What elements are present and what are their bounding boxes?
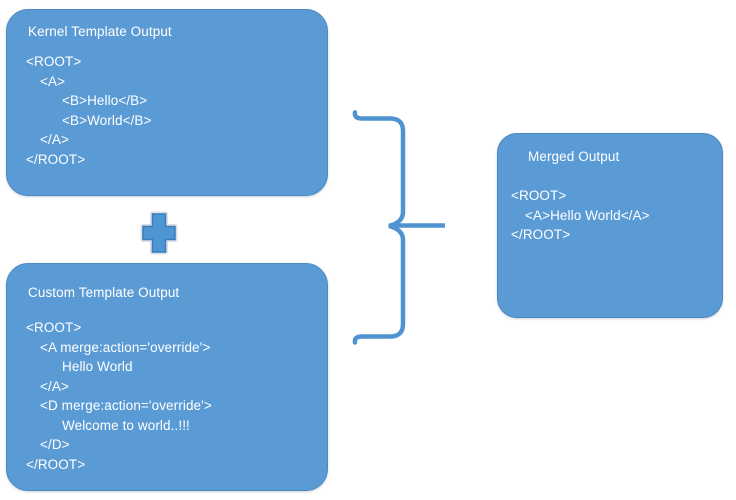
code-line: </A> bbox=[40, 132, 69, 147]
code-line: <ROOT> bbox=[26, 54, 82, 69]
merged-output-box: Merged Output <ROOT> <A>Hello World</A> </… bbox=[497, 133, 723, 318]
code-line: </ROOT> bbox=[26, 456, 86, 472]
custom-code-block: <ROOT> <A merge:action='override'> Hello W… bbox=[7, 318, 327, 474]
merged-box-title: Merged Output bbox=[528, 149, 620, 164]
kernel-template-box: Kernel Template Output <ROOT> <A> <B>Hello… bbox=[6, 9, 328, 196]
kernel-box-title: Kernel Template Output bbox=[28, 24, 172, 39]
merged-code-block: <ROOT> <A>Hello World</A> </ROOT> bbox=[498, 186, 722, 245]
code-line: <B>World</B> bbox=[62, 112, 152, 128]
code-line: </D> bbox=[40, 437, 70, 452]
code-line: <B>Hello</B> bbox=[62, 93, 148, 108]
code-line: Hello World bbox=[62, 359, 133, 374]
custom-template-box: Custom Template Output <ROOT> <A merge:ac… bbox=[6, 263, 328, 491]
code-line: </ROOT> bbox=[26, 151, 86, 167]
kernel-code-block: <ROOT> <A> <B>Hello</B> <B>World</B> </A> </R… bbox=[7, 52, 327, 169]
code-line: <ROOT> bbox=[26, 320, 82, 335]
plus-icon bbox=[140, 211, 178, 255]
code-line: <A>Hello World</A> bbox=[525, 207, 650, 223]
code-line: <D merge:action='override'> bbox=[40, 398, 212, 413]
code-line: <A> bbox=[40, 73, 66, 89]
code-line: </A> bbox=[40, 378, 69, 394]
code-line: <A merge:action='override'> bbox=[40, 339, 211, 355]
merge-brace-icon bbox=[352, 110, 406, 345]
custom-box-title: Custom Template Output bbox=[28, 285, 180, 300]
code-line: </ROOT> bbox=[511, 227, 571, 242]
code-line: Welcome to world..!!! bbox=[62, 417, 190, 433]
code-line: <ROOT> bbox=[511, 188, 567, 203]
